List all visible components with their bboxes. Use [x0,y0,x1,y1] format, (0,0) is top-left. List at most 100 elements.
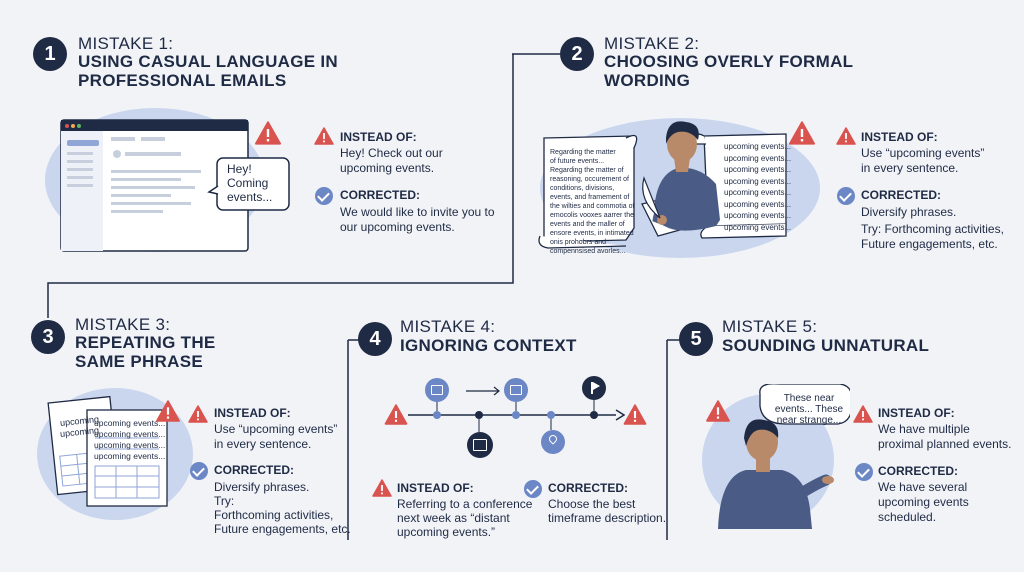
illustration-text-line: upcoming events... [724,222,792,232]
mistake-4-instead-heading: INSTEAD OF: [397,481,474,495]
illustration-text-line: ensore events, in intimated [550,230,634,237]
warning-icon [372,479,392,497]
warning-icon [188,405,208,423]
illustration-text-line: upcoming events... [94,440,166,450]
illustration-text-line: upcoming events... [724,176,792,186]
mistake-5-corrected-line-2: upcoming events [878,495,969,509]
mistake-2-instead-line-2: in every sentence. [861,161,959,175]
mistake-5-corrected-heading: CORRECTED: [878,464,958,478]
mistake-3-corrected-line-4: Future engagements, etc. [214,522,351,536]
mistake-3-instead-line-1: Use “upcoming events” [214,422,338,436]
check-icon [190,462,208,480]
warning-icon [314,127,334,145]
thought-bubble-line-1: These near [783,393,835,404]
casual-bubble-line-3: events... [227,190,273,204]
illustration-text-line: upcoming events... [724,199,792,209]
mistake-3-title-line-1: REPEATING THE [75,333,216,352]
casual-bubble-line-1: Hey! [227,162,252,176]
check-icon [315,187,333,205]
mistake-3-title-line-2: SAME PHRASE [75,352,203,371]
mistake-4-corrected-line-1: Choose the best [548,497,636,511]
location-pin-icon [541,430,565,454]
mistake-1-title-line-2: PROFESSIONAL EMAILS [78,71,287,90]
warning-icon [623,404,647,425]
casual-bubble-line-2: Coming [227,176,269,190]
mistake-4-instead-line-1: Referring to a conference [397,497,533,511]
mistake-5-label: MISTAKE 5: [722,317,818,336]
illustration-text-line: events, and framement of [550,194,630,201]
check-icon [855,463,873,481]
mistake-5-corrected-line-3: scheduled. [878,510,937,524]
mistake-1-instead-line-2: upcoming events. [340,161,435,175]
calendar-icon [504,378,528,402]
check-icon [524,480,542,498]
mistake-1-label: MISTAKE 1: [78,34,174,53]
mistake-3-corrected-line-3: Forthcoming activities, [214,508,334,522]
illustration-text-line: the wilties and commotia of [550,203,635,210]
repeated-documents-illustration [37,388,193,520]
illustration-text-line: Regarding the matter of [550,167,624,174]
illustration-text-line: of future events... [550,158,605,165]
illustration-text-line: compennsised avorles... [550,248,626,255]
calendar-icon [425,378,449,402]
mistake-5-instead-line-2: proximal planned events. [878,437,1012,451]
warning-icon [789,121,815,145]
illustration-text-line: Regarding the matter [550,149,616,156]
mistake-1-instead-heading: INSTEAD OF: [340,130,417,144]
mistake-2-instead-line-1: Use “upcoming events” [861,146,985,160]
calendar-check-icon [467,432,493,458]
flag-icon [582,376,606,400]
illustration-text-line: emocolis vooxes aarrer the [550,212,635,219]
mistake-1-title-line-1: USING CASUAL LANGUAGE IN [78,52,339,71]
step-number-5: 5 [679,322,713,356]
illustration-text-line: upcoming events... [724,188,792,197]
email-window-illustration [45,108,290,252]
mistake-4-instead-line-3: upcoming events.” [397,525,496,539]
mistake-2-label: MISTAKE 2: [604,34,700,53]
mistake-2-title-line-2: WORDING [604,71,691,90]
timeline-illustration [408,386,626,432]
mistake-3-corrected-line-2: Try: [214,494,235,508]
illustration-text-line: conditions, divisions, [550,185,615,192]
mistake-4-title-line-1: IGNORING CONTEXT [400,336,577,355]
mistake-4-instead-line-2: next week as “distant [397,511,510,525]
illustration-text-line: reasoning, occurement of [550,176,629,183]
illustration-text-line: events and the maller of [550,221,625,228]
mistake-3-corrected-heading: CORRECTED: [214,463,294,477]
illustration-text-line: upcoming events... [724,165,792,174]
mistake-4-label: MISTAKE 4: [400,317,496,336]
illustration-text-line: upcoming events... [724,153,792,163]
mistake-3-label: MISTAKE 3: [75,315,171,334]
mistake-1-corrected-heading: CORRECTED: [340,188,420,202]
mistake-5-title-line-1: SOUNDING UNNATURAL [722,336,930,355]
illustration-text-line: upcoming events... [724,211,792,220]
illustration-text-line: upcoming events... [94,451,166,461]
illustration-text-line: onis prohobrs and [550,239,607,246]
mistake-4-corrected-heading: CORRECTED: [548,481,628,495]
mistake-2-corrected-line-4: Future engagements, etc. [861,237,998,251]
step-number-4: 4 [358,322,392,356]
warning-icon [255,121,281,145]
formal-writer-illustration [538,118,820,258]
illustration-text-line: upcoming events... [724,142,792,151]
illustration-text-line: upcoming events... [94,429,166,439]
mistake-2-corrected-line-1: Diversify phrases. [861,205,957,219]
mistake-5-instead-heading: INSTEAD OF: [878,406,955,420]
step-number-2: 2 [560,37,594,71]
warning-icon [853,405,873,423]
check-icon [837,187,855,205]
mistake-1-corrected-line-2: our upcoming events. [340,220,455,234]
mistake-3-corrected-line-1: Diversify phrases. [214,480,310,494]
mistake-1-instead-line-1: Hey! Check out our [340,146,443,160]
illustration-text-line: upcoming events... [94,418,166,428]
mistake-5-corrected-line-1: We have several [878,480,968,494]
mistake-3-instead-heading: INSTEAD OF: [214,406,291,420]
step-number-3: 3 [31,320,65,354]
mistake-3-instead-line-2: in every sentence. [214,437,312,451]
mistake-4-corrected-line-2: timeframe description. [548,511,667,525]
step-number-1: 1 [33,37,67,71]
mistake-1-corrected-line-1: We would like to invite you to [340,205,495,219]
confused-speaker-illustration [702,384,850,529]
